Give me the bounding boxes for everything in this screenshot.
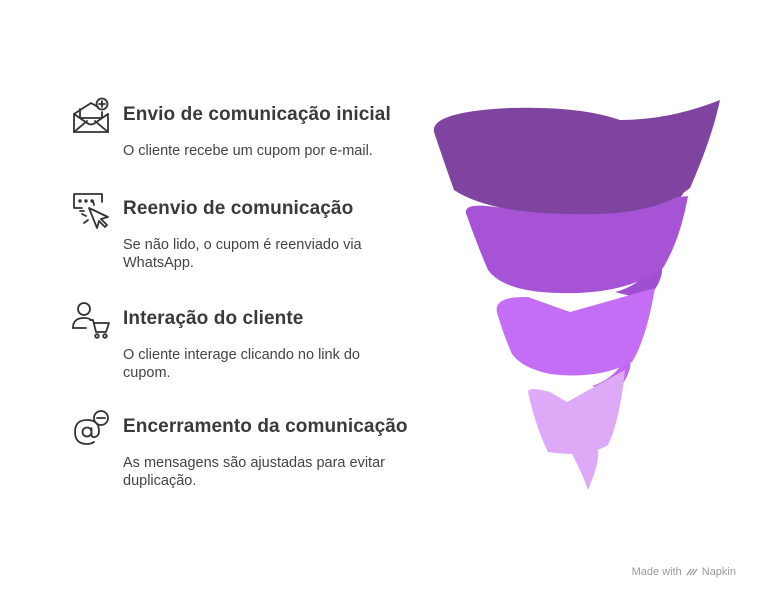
napkin-watermark: Made with Napkin	[632, 566, 736, 578]
message-click-icon	[70, 190, 112, 232]
step-title: Envio de comunicação inicial	[123, 104, 391, 125]
funnel-layer-2	[465, 196, 688, 294]
spiral-funnel	[433, 100, 720, 490]
step-description: Se não lido, o cupom é reenviado via Wha…	[123, 237, 362, 271]
brand-name: Napkin	[701, 566, 736, 578]
funnel-layer-4	[528, 370, 625, 454]
at-minus-icon	[70, 408, 112, 450]
funnel-layer-1	[433, 100, 720, 215]
envelope-add-icon	[70, 96, 112, 138]
user-cart-icon	[70, 300, 112, 342]
step-description: O cliente recebe um cupom por e-mail.	[123, 143, 373, 159]
napkin-logo-icon	[686, 568, 698, 576]
step-title: Encerramento da comunicação	[123, 416, 408, 437]
funnel-layer-3	[496, 288, 655, 376]
step-title: Reenvio de comunicação	[123, 198, 354, 219]
step-description: O cliente interage clicando no link do c…	[123, 347, 360, 381]
funnel-tail	[570, 446, 599, 490]
made-with-label: Made with	[631, 566, 682, 578]
step-description: As mensagens são ajustadas para evitar d…	[123, 455, 385, 489]
step-title: Interação do cliente	[123, 308, 304, 329]
